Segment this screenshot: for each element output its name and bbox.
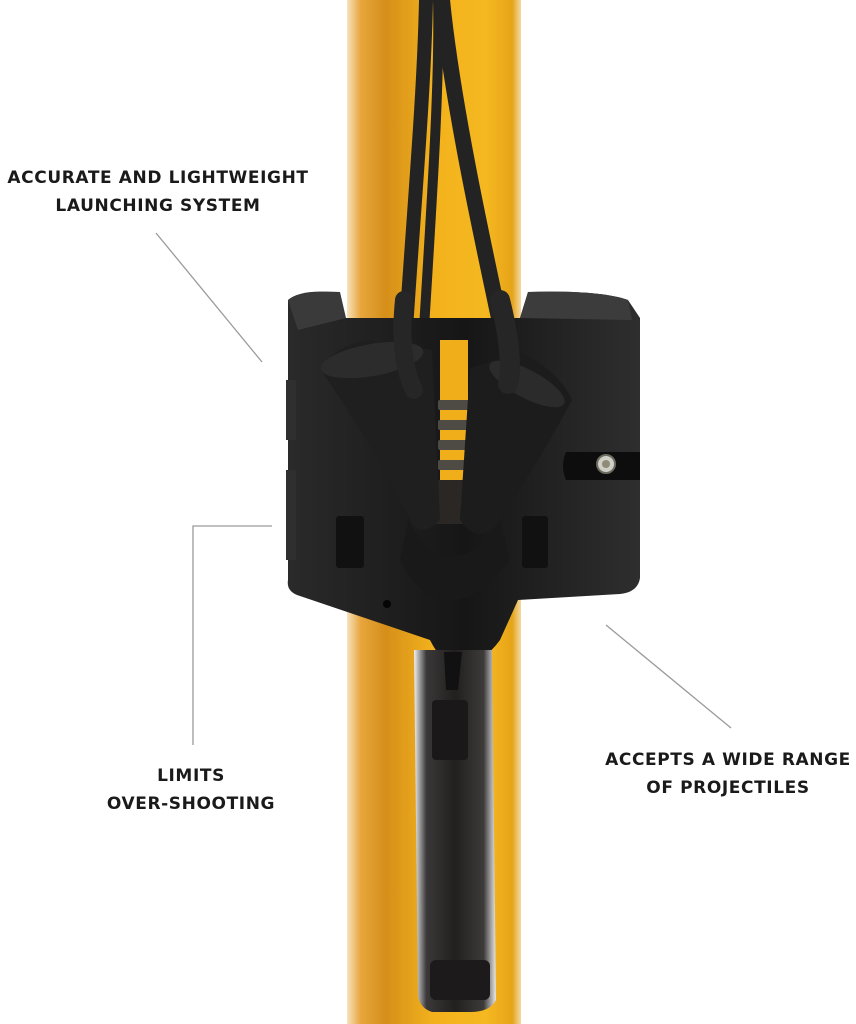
callout-line: ACCEPTS A WIDE RANGE xyxy=(605,750,851,770)
callout-line: LIMITS xyxy=(157,766,225,786)
callout-accurate-lightweight: ACCURATE AND LIGHTWEIGHT LAUNCHING SYSTE… xyxy=(2,164,314,220)
callout-line: ACCURATE AND LIGHTWEIGHT xyxy=(7,168,309,188)
callout-limits-overshooting: LIMITS OVER-SHOOTING xyxy=(98,762,284,818)
callout-line: LAUNCHING SYSTEM xyxy=(55,196,261,216)
leader-line-overshoot xyxy=(192,525,272,745)
callout-wide-range-projectiles: ACCEPTS A WIDE RANGE OF PROJECTILES xyxy=(600,746,856,802)
callout-line: OVER-SHOOTING xyxy=(106,794,276,814)
callout-line: OF PROJECTILES xyxy=(646,778,810,798)
leader-line-accurate xyxy=(155,232,263,363)
leader-lines xyxy=(155,232,732,745)
chrome-clip xyxy=(414,650,496,1012)
leader-line-projectiles xyxy=(605,624,732,729)
